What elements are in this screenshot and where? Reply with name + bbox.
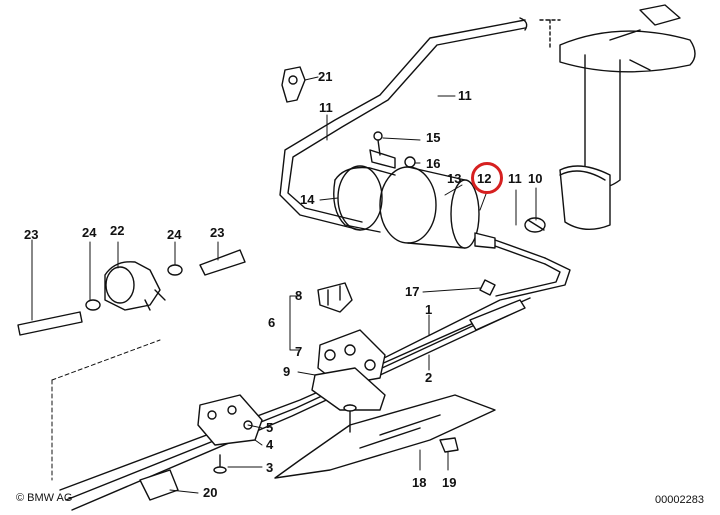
callout-17: 17 [405, 284, 420, 299]
grommet-8 [317, 282, 353, 313]
callout-2: 2 [425, 370, 433, 385]
drawing-number: 00002283 [655, 494, 704, 506]
callout-23: 23 [210, 225, 225, 240]
callout-9: 9 [283, 364, 291, 379]
callout-20: 20 [203, 485, 218, 500]
callout-14: 14 [300, 192, 315, 207]
bracket-5 [197, 394, 263, 446]
clip-19 [439, 437, 459, 453]
bolt-3 [213, 454, 227, 474]
callout-24: 24 [167, 227, 182, 242]
callout-22: 22 [110, 223, 125, 238]
hose-clamp-10 [524, 217, 546, 233]
clip-20 [139, 469, 179, 501]
callout-24: 24 [82, 225, 97, 240]
fuel-line-11 [279, 17, 528, 231]
callout-5: 5 [266, 420, 274, 435]
copyright-label: © BMW AG [16, 492, 73, 504]
callout-23: 23 [24, 227, 39, 242]
callout-15: 15 [426, 130, 441, 145]
callout-18: 18 [412, 475, 427, 490]
callout-4: 4 [266, 437, 274, 452]
callout-6: 6 [268, 315, 276, 330]
fuel-pump-unit [539, 4, 696, 230]
bracket-9 [311, 367, 386, 411]
filter-clamp-13 [333, 131, 396, 233]
callout-7: 7 [295, 344, 303, 359]
callout-16: 16 [426, 156, 441, 171]
callout-11: 11 [319, 100, 333, 115]
callout-19: 19 [442, 475, 457, 490]
callout-13: 13 [447, 171, 462, 186]
callout-11: 11 [508, 171, 522, 186]
callout-12[interactable]: 12 [477, 171, 492, 186]
highlight-circle [471, 162, 503, 194]
callout-3: 3 [266, 460, 274, 475]
bolt-9 [343, 404, 357, 433]
callout-11: 11 [458, 88, 472, 103]
callout-10: 10 [528, 171, 543, 186]
clip-21 [281, 66, 306, 103]
filter-22 [104, 261, 166, 311]
callout-1: 1 [425, 302, 433, 317]
callout-21: 21 [318, 69, 333, 84]
callout-8: 8 [295, 288, 303, 303]
fuel-line-17 [379, 257, 571, 361]
fuel-filter-12 [379, 166, 546, 265]
fuel-line-23-left [17, 249, 246, 336]
nut-16 [404, 156, 416, 168]
heat-shield-18 [274, 394, 496, 479]
